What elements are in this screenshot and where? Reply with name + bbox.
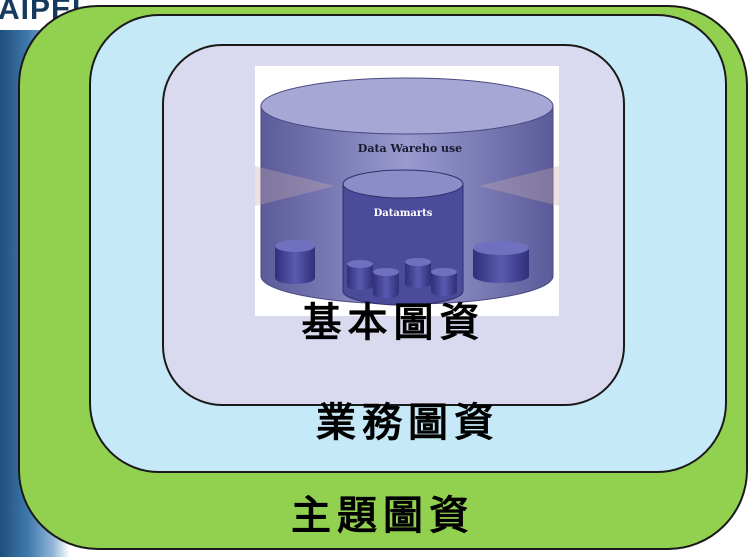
mini-cylinder-1 — [347, 264, 373, 290]
right-wedge — [479, 166, 559, 206]
middle-layer-label: 業務圖資 — [316, 399, 500, 446]
left-wedge — [255, 166, 335, 206]
datamarts-label: Datamarts — [374, 208, 433, 219]
left-small-cylinder-top — [275, 240, 315, 252]
data-warehouse-image: Data Wareho use Datamarts — [255, 66, 559, 316]
right-small-cylinder-top — [473, 241, 529, 255]
datamarts-cylinder-top — [342, 169, 464, 199]
data-warehouse-illustration: Data Wareho use Datamarts — [255, 77, 559, 306]
mini-cylinder-3 — [405, 262, 431, 288]
right-small-cylinder — [473, 248, 529, 283]
warehouse-label: Data Wareho use — [358, 142, 462, 155]
left-small-cylinder — [275, 246, 315, 284]
mini-cylinder-2 — [373, 272, 399, 298]
mini-cylinder-4 — [431, 272, 457, 296]
inner-layer-label: 基本圖資 — [301, 299, 486, 346]
outer-layer-label: 主題圖資 — [291, 492, 475, 539]
warehouse-cylinder-top — [260, 77, 554, 135]
